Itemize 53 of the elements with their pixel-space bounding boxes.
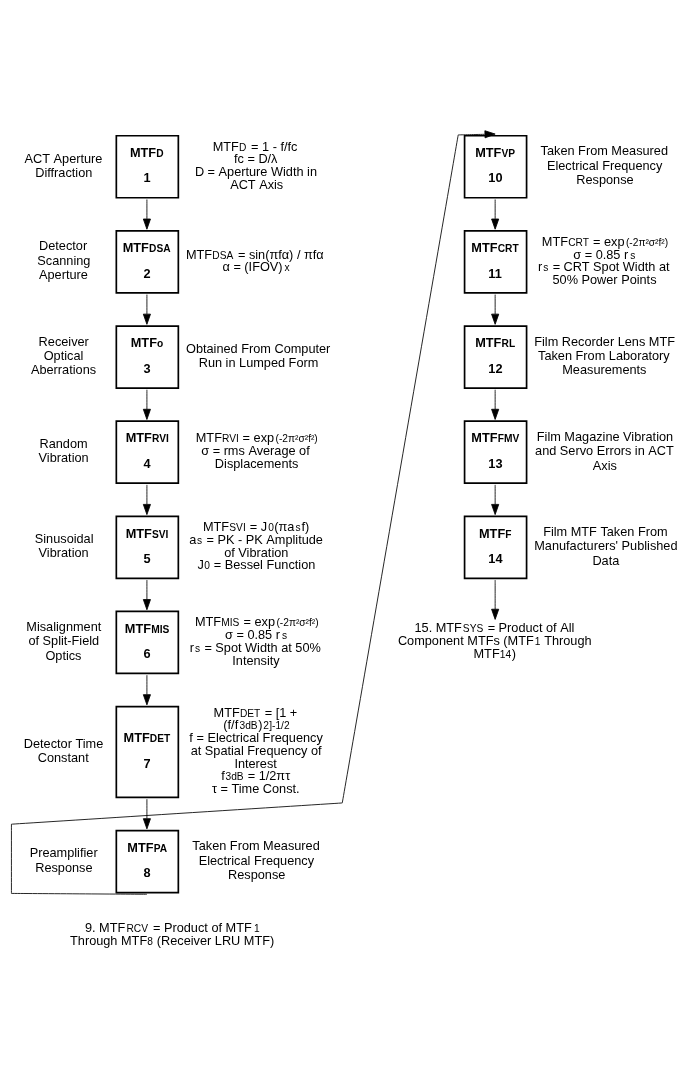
arrow xyxy=(491,198,500,230)
node-label: rs = Spot Width at 50% Intensity xyxy=(189,639,321,668)
node-label: Sinusoidal Vibration xyxy=(34,530,94,560)
node-label: f3dB = 1/2πτ xyxy=(221,767,291,783)
node-label: Receiver Optical Aberrations xyxy=(30,333,97,377)
node-label: Preamplifier Response xyxy=(29,844,98,875)
node-label: Film Magazine Vibration and Servo Errors in ACT Axis xyxy=(535,428,674,473)
node-label: Detector Time Constant xyxy=(23,735,104,765)
node-box: MTFF 14 xyxy=(463,514,528,579)
node-box: MTFVP 10 xyxy=(463,134,528,199)
node-text: 15. MTFSYS = Product of All Component MTFs (MTF1 Through MTF14) xyxy=(397,619,592,661)
node-label: MTFSVI = J0(πasf) xyxy=(202,518,310,534)
arrow xyxy=(491,483,500,515)
node-box: MTFCRT 11 xyxy=(463,229,528,294)
arrow xyxy=(142,198,151,230)
node-box: MTFDET 7 xyxy=(115,705,180,798)
node-label: τ = Time Const. xyxy=(211,780,300,796)
arrow xyxy=(142,293,151,325)
node-label: Film Recorder Lens MTF Taken From Laboratory Measurements xyxy=(534,333,676,377)
node-box: MTFRVI 4 xyxy=(115,419,180,484)
node-label: Taken From Measured Electrical Frequency Response xyxy=(540,142,668,187)
arrow xyxy=(142,798,151,829)
node-box: MTFSVI 5 xyxy=(115,514,180,579)
node-box: MTFFMV 13 xyxy=(463,419,528,484)
node-label: MTFDET = [1 + (f/f3dB)2]-1/2 xyxy=(213,704,298,732)
node-label: Random Vibration xyxy=(38,435,89,465)
arrow xyxy=(142,388,151,420)
arrow xyxy=(142,674,151,705)
node-label: MTFMIS = exp(-2π²σ²f²) xyxy=(194,613,319,629)
node-box: MTFo 3 xyxy=(115,324,180,389)
node-box: MTFD 1 xyxy=(115,134,180,199)
node-label: MTFRVI = exp(-2π²σ²f²) xyxy=(195,429,318,445)
arrow xyxy=(491,579,500,620)
node-box: MTFDSA 2 xyxy=(115,229,180,294)
node-label: ACT Aperture Diffraction xyxy=(24,150,103,180)
arrow xyxy=(11,129,496,895)
arrow xyxy=(142,483,151,515)
node-label: Film MTF Taken From Manufacturers' Published Data xyxy=(534,523,678,568)
node-label: J0 = Bessel Function xyxy=(197,556,316,572)
arrow xyxy=(491,293,500,325)
arrow xyxy=(142,579,151,610)
node-label: Misalignment of Split-Field Optics xyxy=(26,618,102,663)
node-box: MTFPA 8 xyxy=(115,829,180,893)
label: 9. MTFRCV = Product of MTF1 Through MTF8 (Receiver LRU MTF) xyxy=(70,919,275,948)
arrow xyxy=(491,388,500,420)
node-label: MTFCRT = exp(-2π²σ²f²) xyxy=(541,233,669,249)
node-label: D = Aperture Width in ACT Axis xyxy=(194,163,317,192)
node-label: Taken From Measured Electrical Frequency Response xyxy=(192,837,320,882)
node-box: MTFRL 12 xyxy=(463,324,528,389)
node-label: Obtained From Computer Run in Lumped Form xyxy=(185,340,331,370)
node-label: Detector Scanning Aperture xyxy=(37,237,91,282)
node-box: MTFMIS 6 xyxy=(115,610,180,674)
node-label: rs = CRT Spot Width at 50% Power Points xyxy=(538,258,670,287)
